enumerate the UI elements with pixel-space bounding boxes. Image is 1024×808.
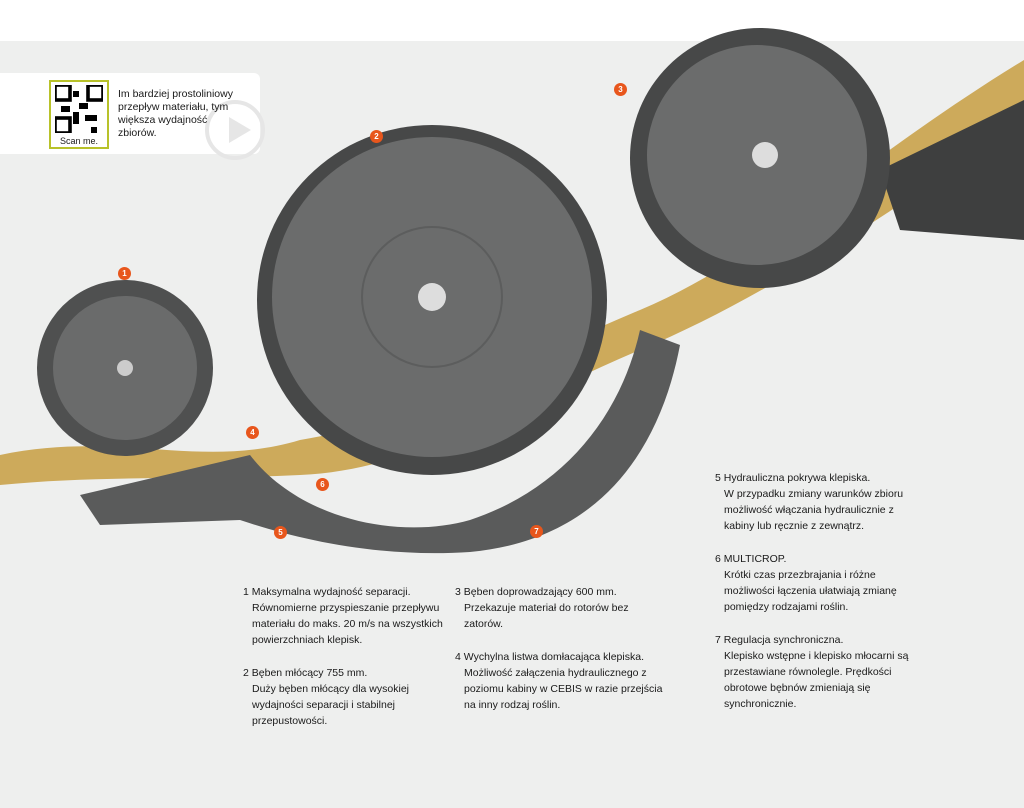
feature-desc: Możliwość załączenia hydraulicznego z po… xyxy=(464,667,663,711)
qr-code-icon xyxy=(55,85,103,133)
marker-2: 2 xyxy=(370,130,383,143)
feature-title: 4 Wychylna listwa domłacająca klepiska. xyxy=(455,651,644,663)
qr-code[interactable]: Scan me. xyxy=(49,80,109,149)
marker-4: 4 xyxy=(246,426,259,439)
rotor-housing xyxy=(880,100,1024,240)
qr-caption: Scan me. xyxy=(59,136,99,146)
feeder-drum-3 xyxy=(630,28,890,288)
qr-description: Im bardziej prostoliniowy przepływ mater… xyxy=(118,88,233,139)
feature-desc: Krótki czas przezbrajania i różne możliw… xyxy=(724,569,897,613)
top-band xyxy=(0,0,1024,41)
feature-desc: Klepisko wstępne i klepisko młocarni są … xyxy=(724,650,909,710)
marker-7: 7 xyxy=(530,525,543,538)
feature-2: 2 Bęben młócący 755 mm. Duży bęben młócąc… xyxy=(243,665,443,729)
feature-desc: Duży bęben młócący dla wysokiej wydajnoś… xyxy=(252,683,409,727)
marker-6: 6 xyxy=(316,478,329,491)
marker-5: 5 xyxy=(274,526,287,539)
feature-5: 5 Hydrauliczna pokrywa klepiska. W przypa… xyxy=(715,470,925,534)
feature-7: 7 Regulacja synchroniczna. Klepisko wstęp… xyxy=(715,632,930,712)
feature-title: 6 MULTICROP. xyxy=(715,553,787,565)
feature-title: 5 Hydrauliczna pokrywa klepiska. xyxy=(715,472,871,484)
frame xyxy=(80,330,680,554)
feature-3: 3 Bęben doprowadzający 600 mm. Przekazuje… xyxy=(455,584,655,632)
feature-title: 3 Bęben doprowadzający 600 mm. xyxy=(455,586,617,598)
marker-1: 1 xyxy=(118,267,131,280)
feature-desc: W przypadku zmiany warunków zbioru możli… xyxy=(724,488,904,532)
feature-title: 7 Regulacja synchroniczna. xyxy=(715,634,844,646)
feature-desc: Przekazuje materiał do rotorów bez zator… xyxy=(464,602,629,630)
feature-4: 4 Wychylna listwa domłacająca klepiska. M… xyxy=(455,649,670,713)
feature-1: 1 Maksymalna wydajność separacji. Równomi… xyxy=(243,584,458,648)
feature-6: 6 MULTICROP. Krótki czas przezbrajania i … xyxy=(715,551,925,615)
marker-3: 3 xyxy=(614,83,627,96)
threshing-drum-2 xyxy=(257,125,607,475)
feature-desc: Równomierne przyspieszanie przepływu mat… xyxy=(252,602,443,646)
play-icon[interactable] xyxy=(205,100,265,160)
feature-title: 1 Maksymalna wydajność separacji. xyxy=(243,586,411,598)
feature-title: 2 Bęben młócący 755 mm. xyxy=(243,667,368,679)
feed-drum-1 xyxy=(37,280,213,456)
